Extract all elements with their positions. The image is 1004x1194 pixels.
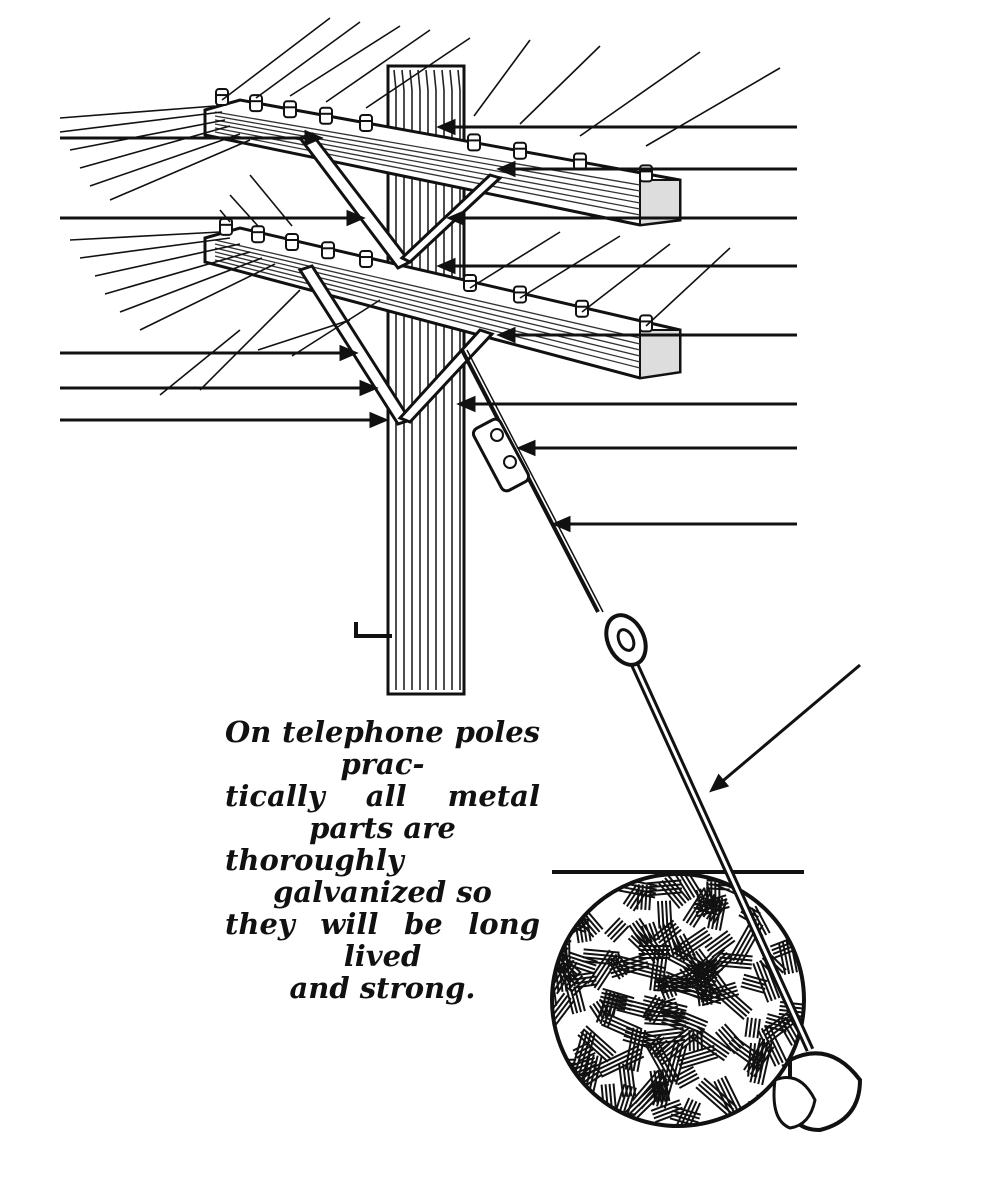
- soil-hatch-stroke: [751, 1110, 769, 1127]
- arrow-head: [520, 442, 534, 454]
- wire: [646, 68, 780, 146]
- wire: [646, 248, 730, 326]
- insulator: [284, 101, 296, 117]
- soil-hatch-stroke: [540, 1103, 550, 1127]
- wire: [230, 195, 258, 226]
- soil-hatch-stroke: [757, 1095, 774, 1138]
- caption-line-5: and strong.: [225, 972, 540, 1004]
- soil-hatch-stroke: [546, 989, 548, 1007]
- insulator: [514, 143, 526, 159]
- caption-line-4: they will be long lived: [225, 908, 540, 972]
- soil-hatch-stroke: [586, 890, 604, 895]
- insulator: [360, 251, 372, 267]
- soil-hatch-stroke: [587, 886, 605, 891]
- arrow-head: [555, 518, 569, 530]
- soil-hatch-stroke: [756, 1099, 766, 1131]
- soil-hatch-stroke: [555, 1064, 576, 1065]
- soil-hatch-stroke: [778, 882, 813, 893]
- soil-hatch-stroke: [540, 891, 564, 922]
- soil-hatch-stroke: [748, 1107, 766, 1124]
- soil-hatch-stroke: [551, 1108, 561, 1132]
- soil-hatch-stroke: [585, 894, 603, 899]
- insulator: [514, 286, 526, 302]
- caption-line-1: On telephone poles prac-: [225, 716, 540, 780]
- soil-hatch-stroke: [749, 1101, 759, 1133]
- soil-hatch-stroke: [588, 882, 606, 887]
- wire: [520, 46, 600, 124]
- soil-hatch-stroke: [563, 1100, 582, 1105]
- wire: [60, 112, 222, 132]
- wire: [80, 126, 230, 168]
- soil-hatch-stroke: [564, 854, 595, 886]
- soil-hatch-stroke: [544, 1105, 554, 1129]
- soil-hatch-stroke: [545, 939, 552, 958]
- arrow-head: [371, 414, 385, 426]
- soil-hatch-stroke: [572, 857, 614, 880]
- soil-hatch-stroke: [575, 879, 621, 888]
- soil-hatch-stroke: [780, 878, 815, 889]
- soil-hatch-stroke: [573, 862, 604, 894]
- soil-hatch-stroke: [543, 893, 567, 924]
- soil-hatch-stroke: [753, 1100, 763, 1132]
- soil-hatch-stroke: [781, 875, 816, 886]
- insulator: [360, 115, 372, 131]
- insulator: [252, 226, 264, 242]
- soil-hatch-stroke: [565, 1093, 584, 1098]
- soil-hatch-stroke: [619, 1132, 638, 1133]
- soil-hatch-stroke: [592, 1110, 596, 1135]
- wire: [580, 52, 700, 136]
- soil-hatch-stroke: [570, 860, 601, 892]
- wire: [70, 232, 220, 240]
- wire: [200, 290, 300, 390]
- soil-hatch-stroke: [782, 866, 797, 889]
- anchor-inset: [540, 609, 860, 1142]
- caption: On telephone poles prac- tically all met…: [225, 716, 540, 1004]
- soil-hatch-stroke: [562, 1104, 581, 1109]
- wire: [258, 320, 350, 350]
- wire: [222, 18, 330, 100]
- soil-hatch-stroke: [619, 1124, 638, 1125]
- insulator: [286, 234, 298, 250]
- arrow-shaft: [712, 665, 860, 790]
- soil-hatch-stroke: [753, 1113, 771, 1130]
- insulator: [464, 275, 476, 291]
- wire: [474, 40, 530, 116]
- soil-hatch-stroke: [549, 940, 556, 959]
- wire: [110, 140, 250, 200]
- soil-hatch-stroke: [584, 1111, 588, 1136]
- soil-hatch-stroke: [607, 1126, 636, 1127]
- soil-hatch-stroke: [549, 898, 573, 929]
- soil-hatch-stroke: [564, 1097, 583, 1102]
- soil-hatch-stroke: [546, 896, 570, 927]
- insulator: [640, 315, 652, 331]
- insulator: [322, 242, 334, 258]
- insulator: [574, 154, 586, 170]
- soil-hatch-stroke: [689, 1030, 690, 1051]
- soil-hatch-stroke: [588, 1110, 592, 1135]
- wire: [256, 22, 360, 98]
- insulator: [468, 134, 480, 150]
- guy-wire: [462, 350, 603, 612]
- caption-line-2: tically all metal parts are: [225, 780, 540, 844]
- wire: [70, 120, 225, 150]
- soil-hatch-stroke: [619, 1128, 638, 1129]
- insulator: [320, 108, 332, 124]
- caption-line-3: thoroughly galvanized so: [225, 844, 540, 908]
- wire: [582, 244, 670, 312]
- wire: [470, 232, 560, 288]
- soil-hatch-stroke: [574, 875, 620, 884]
- soil-hatch-stroke: [607, 1122, 636, 1123]
- soil-hatch-stroke: [619, 1136, 638, 1137]
- soil-hatch-stroke: [576, 864, 618, 887]
- soil-hatch-stroke: [760, 1098, 770, 1130]
- soil-hatch-stroke: [785, 864, 800, 887]
- soil-hatch-stroke: [595, 1109, 599, 1134]
- soil-hatch-stroke: [547, 1106, 557, 1130]
- soil-hatch-stroke: [542, 989, 544, 1007]
